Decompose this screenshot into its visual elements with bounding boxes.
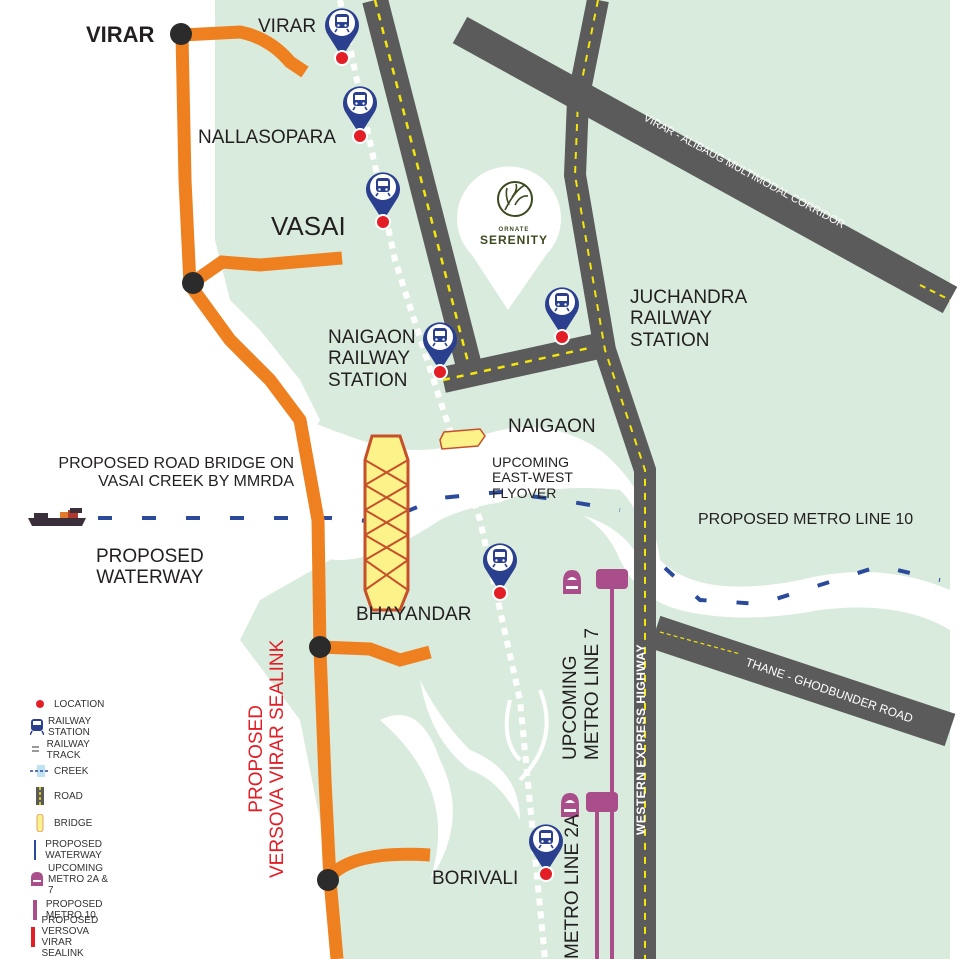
project-brand: ORNATE SERENITY (474, 227, 554, 247)
east-west-flyover (439, 428, 486, 450)
metro-lines (561, 569, 628, 959)
road-label-weh: WESTERN EXPRESS HIGHWAY (634, 643, 648, 835)
train-icon (30, 717, 44, 737)
sealink-label: PROPOSED VERSOVA VIRAR SEALINK (246, 640, 289, 878)
metro-train-icon (30, 869, 44, 889)
station-label-virar: VIRAR (258, 16, 317, 37)
legend-label: CREEK (54, 765, 89, 777)
legend-label: LOCATION (54, 698, 105, 710)
roads (362, 0, 958, 959)
place-naigaon: NAIGAON (508, 416, 596, 437)
legend-label: RAILWAY STATION (48, 716, 91, 738)
railway-track-icon (30, 740, 43, 760)
legend-label: PROPOSED VERSOVA VIRAR SEALINK (41, 915, 99, 959)
legend-item-railway-station: RAILWAY STATION (30, 716, 97, 738)
legend-item-bridge: BRIDGE (30, 813, 92, 833)
legend-item-road: ROAD (30, 786, 83, 806)
legend-item-metro10: PROPOSED METRO 10 (30, 899, 111, 921)
bridge-annotation-line: VASAI CREEK BY MMRDA (98, 472, 294, 490)
legend-item-waterway: PROPOSED WATERWAY (30, 839, 111, 861)
legend-item-metro: UPCOMING METRO 2A & 7 (30, 863, 109, 896)
brand-name: SERENITY (479, 232, 548, 247)
station-label-line: STATION (630, 329, 710, 351)
legend-label: RAILWAY TRACK (46, 739, 90, 761)
flyover-line: FLYOVER (492, 484, 557, 501)
versova-virar-sealink (170, 23, 432, 959)
waterway-line-icon (30, 840, 41, 860)
station-label-juchandra: JUCHANDRA RAILWAY STATION (630, 287, 747, 351)
place-virar: VIRAR (86, 22, 155, 47)
legend-item-creek: CREEK (30, 761, 88, 781)
legend-label: BRIDGE (54, 817, 93, 829)
station-label-line: NAIGAON (328, 327, 416, 348)
flyover-line: EAST-WEST (492, 469, 573, 486)
place-bhayandar: BHAYANDAR (356, 604, 472, 625)
station-label-line: RAILWAY (630, 308, 712, 330)
station-label-nallasopara: NALLASOPARA (198, 127, 336, 148)
proposed-waterway (98, 489, 941, 607)
metro10-line-icon (30, 900, 42, 920)
station-label-line: RAILWAY (328, 348, 410, 370)
legend-item-sealink: PROPOSED VERSOVA VIRAR SEALINK (30, 915, 111, 959)
bridge-icon (30, 813, 50, 833)
location-dot-icon (30, 694, 50, 714)
waterway-label: PROPOSED WATERWAY (96, 546, 204, 589)
station-label-naigaon: NAIGAON RAILWAY STATION (328, 327, 416, 391)
sealink-label-line: VERSOVA VIRAR SEALINK (267, 639, 289, 878)
road-icon (30, 786, 50, 806)
place-vasai: VASAI (271, 211, 346, 241)
ship-icon (28, 508, 86, 526)
metro7-label-line: UPCOMING (560, 655, 581, 761)
creek-icon (30, 761, 50, 781)
legend-label: UPCOMING METRO 2A & 7 (48, 862, 109, 896)
station-label-line: STATION (328, 369, 408, 391)
station-label-line: JUCHANDRA (630, 287, 748, 308)
waterway-label-line: PROPOSED (96, 546, 204, 567)
waterway-label-line: WATERWAY (96, 567, 204, 589)
bridge-annotation-line: PROPOSED ROAD BRIDGE ON (58, 455, 294, 472)
metro2a-label: METRO LINE 2A (562, 814, 583, 959)
legend-item-location: LOCATION (30, 694, 104, 714)
legend-label: ROAD (54, 790, 83, 802)
flyover-line: UPCOMING (492, 454, 569, 470)
metro7-label: UPCOMING METRO LINE 7 (560, 628, 604, 760)
metro10-label: PROPOSED METRO LINE 10 (698, 511, 914, 528)
legend-item-railway-track: RAILWAY TRACK (30, 739, 97, 761)
place-borivali: BORIVALI (432, 868, 519, 889)
legend-label: PROPOSED WATERWAY (45, 839, 102, 861)
bridge-annotation: PROPOSED ROAD BRIDGE ON VASAI CREEK BY M… (30, 455, 294, 491)
proposed-road-bridge (363, 434, 410, 612)
legend-label: PROPOSED METRO 10 (45, 899, 103, 921)
flyover-label: UPCOMING EAST-WEST FLYOVER (492, 454, 573, 501)
metro7-label-line: METRO LINE 7 (581, 628, 603, 760)
project-pin-ornate-serenity[interactable] (457, 166, 562, 310)
sealink-label-line: PROPOSED (246, 705, 267, 813)
brand-top: ORNATE (498, 227, 530, 233)
sealink-line-icon (30, 927, 37, 947)
